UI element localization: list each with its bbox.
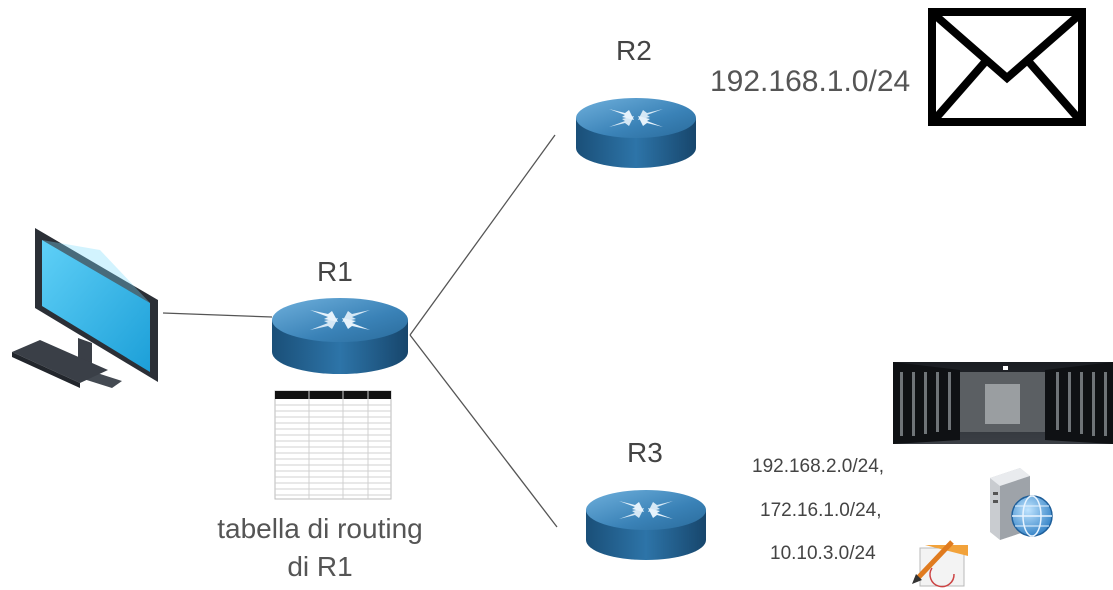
- design-tool-icon: [912, 540, 968, 588]
- r2-network-label: 192.168.1.0/24: [710, 65, 911, 98]
- router-r3-label: R3: [627, 437, 663, 468]
- link-pc-r1: [162, 312, 273, 318]
- web-server-icon: [990, 468, 1053, 540]
- routing-table-caption: tabella di routing di R1: [190, 510, 450, 586]
- pc-icon: [12, 228, 158, 388]
- datacenter-photo: [893, 362, 1113, 444]
- link-r1-r3: [409, 334, 558, 528]
- link-r1-r2: [409, 134, 556, 336]
- router-r2-icon: [576, 98, 696, 168]
- router-r1-icon: [272, 298, 408, 374]
- routing-table-icon: [274, 390, 392, 500]
- routing-table-caption-line1: tabella di routing: [217, 513, 423, 544]
- router-r3-icon: [586, 490, 706, 560]
- r3-network-1: 192.168.2.0/24,: [752, 456, 885, 477]
- router-r2-label: R2: [616, 35, 652, 66]
- r3-network-2: 172.16.1.0/24,: [760, 500, 882, 521]
- envelope-icon: [928, 8, 1086, 126]
- links: [162, 134, 558, 528]
- r3-network-3: 10.10.3.0/24: [770, 543, 876, 564]
- routing-table-caption-line2: di R1: [287, 551, 353, 582]
- router-r1-label: R1: [317, 256, 353, 287]
